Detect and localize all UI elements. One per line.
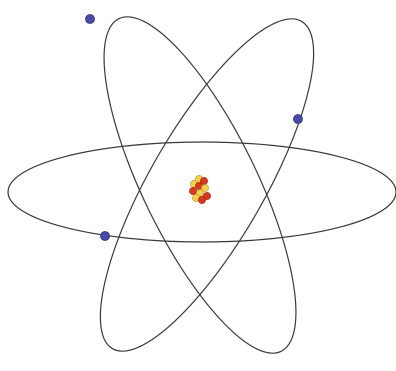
- electron-top-left: [86, 15, 95, 24]
- electron-left: [101, 232, 110, 241]
- proton-5: [198, 196, 205, 203]
- proton-3: [189, 187, 196, 194]
- electron-right: [294, 115, 303, 124]
